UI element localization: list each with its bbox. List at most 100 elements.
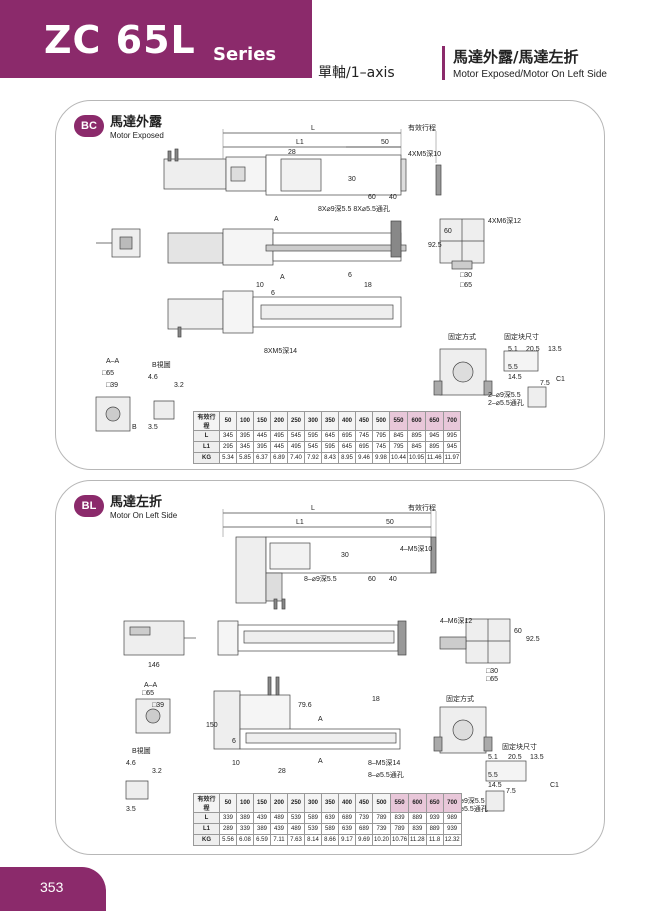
section-a-bottom: A bbox=[318, 758, 323, 765]
badge-bl: BL bbox=[74, 495, 104, 517]
table-cell: 939 bbox=[442, 823, 462, 835]
table-header-cell: 450 bbox=[355, 793, 373, 813]
table-cell: 9.69 bbox=[355, 834, 373, 846]
section-title-zh: 馬達左折 bbox=[110, 495, 163, 510]
table-header-cell: 100 bbox=[236, 793, 254, 813]
dim-5-1: 5.1 bbox=[488, 754, 498, 761]
table-cell: 345 bbox=[236, 441, 254, 453]
note-4xm6: 4XM6深12 bbox=[488, 216, 521, 225]
panel-motor-left: BL 馬達左折 Motor On Left Side bbox=[55, 480, 605, 855]
table-header-cell: 550 bbox=[388, 411, 409, 431]
table-cell: 645 bbox=[338, 441, 356, 453]
table-header-cell: 150 bbox=[253, 793, 271, 813]
table-cell: 845 bbox=[388, 430, 409, 442]
section-a-top: A bbox=[274, 216, 279, 223]
dim-L1: L1 bbox=[296, 519, 304, 526]
table-cell: 845 bbox=[407, 441, 427, 453]
table-cell: 795 bbox=[372, 430, 390, 442]
table-cell: 7.63 bbox=[287, 834, 305, 846]
dim-3-5: 3.5 bbox=[148, 424, 158, 431]
table-header-cell: 600 bbox=[408, 793, 427, 813]
table-cell: 439 bbox=[270, 823, 288, 835]
table-cell: 689 bbox=[338, 812, 356, 824]
table-cell: 10.20 bbox=[371, 834, 392, 846]
table-row-label: KG bbox=[193, 452, 220, 464]
table-header-cell: 650 bbox=[425, 411, 444, 431]
table-cell: 8.66 bbox=[321, 834, 339, 846]
note-2-holes-a: 2–⌀9深5.5 bbox=[452, 796, 485, 805]
table-header-cell: 600 bbox=[407, 411, 427, 431]
dim-sq30: □30 bbox=[486, 668, 498, 675]
note-8xm5: 8XM5深14 bbox=[264, 346, 297, 355]
dim-92-5: 92.5 bbox=[526, 636, 540, 643]
section-a-top: A bbox=[318, 716, 323, 723]
section-title-en: Motor On Left Side bbox=[110, 511, 178, 520]
table-cell: 839 bbox=[390, 812, 410, 824]
dim-stroke: 有效行程 bbox=[408, 123, 436, 132]
table-header-cell: 500 bbox=[371, 793, 392, 813]
table-cell: 839 bbox=[408, 823, 427, 835]
table-header-cell: 300 bbox=[304, 411, 322, 431]
note-8x-holes: 8X⌀9深5.5 8X⌀5.5通孔 bbox=[318, 204, 390, 213]
note-2-holes-b: 2–⌀5.5通孔 bbox=[488, 398, 524, 407]
note-8m5: 8–M5深14 bbox=[368, 758, 400, 767]
table-cell: 545 bbox=[304, 441, 322, 453]
variants-heading: 馬達外露/馬達左折 Motor Exposed/Motor On Left Si… bbox=[442, 46, 607, 80]
table-header-cell: 650 bbox=[425, 793, 444, 813]
table-row-label: L1 bbox=[193, 823, 220, 835]
table-cell: 445 bbox=[270, 441, 288, 453]
table-cell: 5.34 bbox=[219, 452, 237, 464]
fix-method-title: 固定方式 bbox=[446, 694, 474, 703]
dim-50: 50 bbox=[386, 519, 394, 526]
page-number: 353 bbox=[40, 879, 64, 895]
variants-zh: 馬達外露/馬達左折 bbox=[453, 48, 579, 66]
dim-5-5: 5.5 bbox=[508, 364, 518, 371]
table-cell: 739 bbox=[371, 823, 392, 835]
dim-150: 150 bbox=[206, 722, 218, 729]
dim-3-5: 3.5 bbox=[126, 806, 136, 813]
table-cell: 439 bbox=[253, 812, 271, 824]
series-label: Series bbox=[213, 44, 277, 65]
table-cell: 889 bbox=[425, 823, 444, 835]
dim-sq39: □39 bbox=[106, 382, 118, 389]
table-cell: 5.56 bbox=[219, 834, 237, 846]
table-cell: 595 bbox=[304, 430, 322, 442]
dim-60-side: 60 bbox=[444, 228, 452, 235]
dim-3-2: 3.2 bbox=[152, 768, 162, 775]
table-cell: 945 bbox=[425, 430, 444, 442]
table-cell: 539 bbox=[287, 812, 305, 824]
dim-28: 28 bbox=[288, 149, 296, 156]
dim-stroke: 有效行程 bbox=[408, 503, 436, 512]
table-cell: 889 bbox=[408, 812, 427, 824]
dim-60-side: 60 bbox=[514, 628, 522, 635]
table-cell: 10.76 bbox=[390, 834, 410, 846]
table-cell: 339 bbox=[219, 812, 237, 824]
table-cell: 489 bbox=[287, 823, 305, 835]
table-header-cell: 700 bbox=[442, 411, 462, 431]
section-title-zh: 馬達外露 bbox=[110, 115, 163, 130]
table-row-label: L bbox=[193, 430, 220, 442]
dim-79-6: 79.6 bbox=[298, 702, 312, 709]
table-header-cell: 50 bbox=[219, 793, 237, 813]
table-cell: 745 bbox=[355, 430, 373, 442]
table-cell: 289 bbox=[219, 823, 237, 835]
table-cell: 489 bbox=[270, 812, 288, 824]
table-cell: 295 bbox=[219, 441, 237, 453]
dim-40: 40 bbox=[389, 576, 397, 583]
table-cell: 9.98 bbox=[372, 452, 390, 464]
dim-10: 10 bbox=[256, 282, 264, 289]
dim-sq65: □65 bbox=[460, 282, 472, 289]
table-cell: 939 bbox=[425, 812, 444, 824]
dim-18: 18 bbox=[372, 696, 380, 703]
table-cell: 895 bbox=[407, 430, 427, 442]
view-b: B視圖 bbox=[132, 746, 151, 755]
note-4xm5: 4XM5深10 bbox=[408, 149, 441, 158]
table-header-label: 有效行程 bbox=[193, 411, 220, 431]
table-row-label: L bbox=[193, 812, 220, 824]
